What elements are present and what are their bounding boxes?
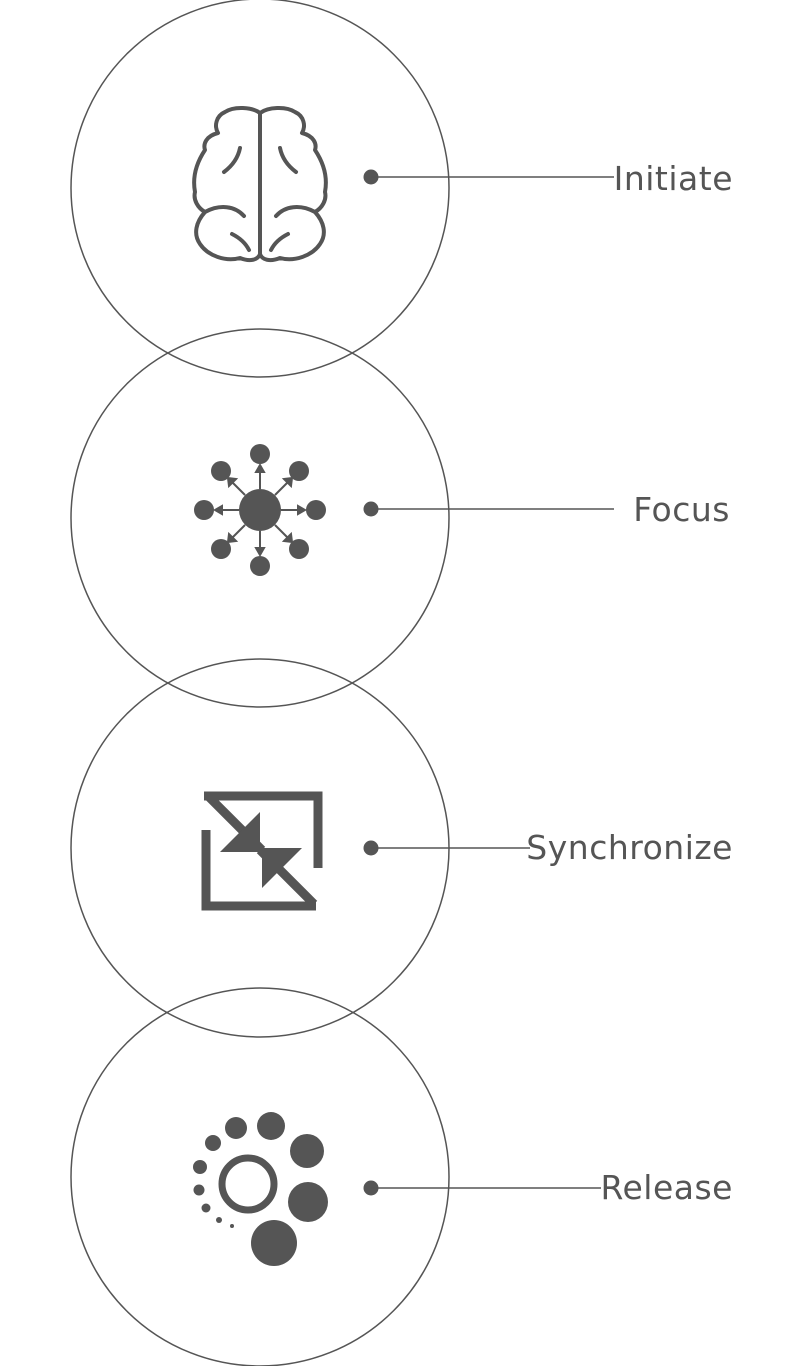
step-label-release: Release bbox=[601, 1168, 733, 1207]
step-circle-initiate bbox=[70, 0, 450, 378]
step-label-synchronize: Synchronize bbox=[526, 828, 733, 867]
connector-release bbox=[363, 1180, 601, 1196]
brain-icon bbox=[192, 106, 328, 263]
connector-initiate bbox=[363, 169, 614, 185]
sync-arrows-icon bbox=[201, 791, 323, 911]
connector-focus bbox=[363, 501, 614, 517]
step-label-initiate: Initiate bbox=[614, 159, 733, 198]
step-circle-release bbox=[70, 987, 450, 1366]
step-label-focus: Focus bbox=[633, 490, 730, 529]
connector-synchronize bbox=[363, 840, 530, 856]
radiating-nodes-icon bbox=[194, 444, 326, 576]
dispersing-circles-icon bbox=[193, 1112, 328, 1266]
step-circle-focus bbox=[70, 328, 450, 708]
